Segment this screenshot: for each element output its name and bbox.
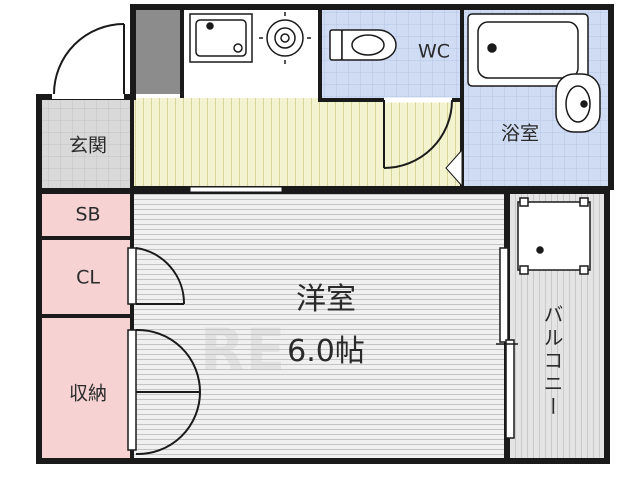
toilet-icon [329, 29, 397, 61]
wc-door[interactable] [383, 97, 453, 169]
genkan-floor [42, 100, 130, 188]
storage-door[interactable] [127, 328, 201, 456]
sb-floor [42, 194, 130, 236]
label-storage: 収納 [68, 382, 108, 405]
main-room-floor [134, 194, 504, 458]
cl-floor [42, 240, 130, 314]
washbasin-icon [555, 73, 601, 133]
pillar [136, 8, 180, 94]
bath-door-icon [445, 148, 463, 188]
label-wc: WC [417, 40, 451, 63]
label-sb: SB [75, 203, 101, 226]
entry-door[interactable] [52, 23, 125, 99]
label-main-room-size: 6.0帖 [287, 334, 365, 369]
label-balcony: バルコニー [540, 304, 564, 419]
storage-floor [42, 318, 130, 458]
label-main-room: 洋室 [296, 282, 356, 317]
label-cl: CL [76, 266, 100, 289]
label-bath: 浴室 [500, 122, 540, 145]
bathtub-icon [467, 13, 589, 87]
label-genkan: 玄関 [68, 134, 108, 157]
balcony-sliding-door[interactable] [496, 247, 518, 439]
kitchen-floor [134, 98, 464, 186]
watermark: RE [200, 316, 287, 384]
window [189, 186, 283, 193]
cl-door[interactable] [127, 247, 186, 305]
sink-icon [189, 13, 253, 63]
ac-unit-icon [517, 197, 591, 275]
stove-icon [259, 12, 311, 64]
